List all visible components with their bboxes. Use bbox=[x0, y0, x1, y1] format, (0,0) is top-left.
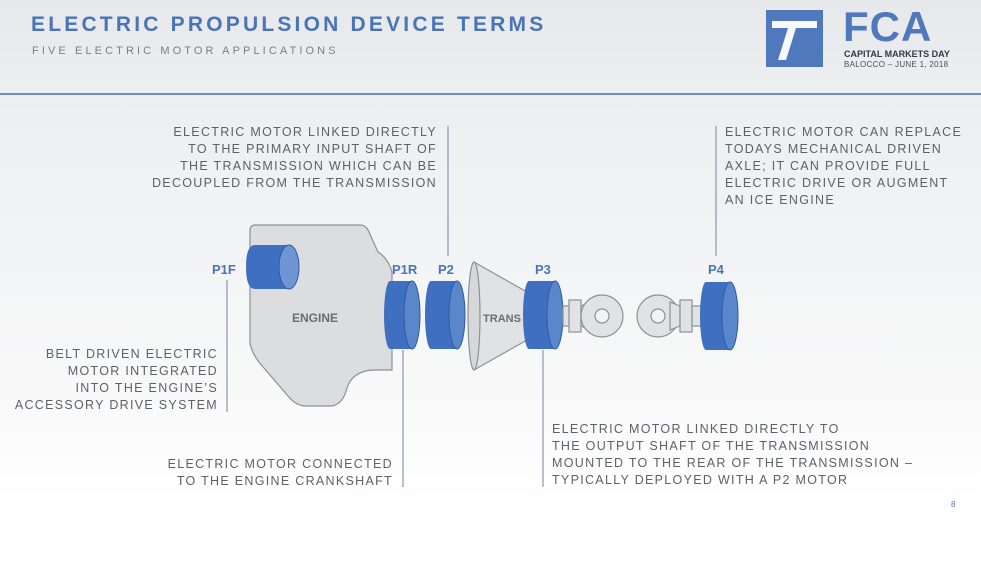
p3-motor bbox=[523, 280, 564, 350]
p1r-annotation: ELECTRIC MOTOR CONNECTED TO THE ENGINE C… bbox=[167, 457, 393, 488]
p1f-annotation: BELT DRIVEN ELECTRIC MOTOR INTEGRATED IN… bbox=[14, 347, 218, 412]
logo-event: CAPITAL MARKETS DAY bbox=[844, 49, 950, 59]
p2-label: P2 bbox=[438, 262, 454, 277]
p1f-label: P1F bbox=[212, 262, 236, 277]
logo-place-date: BALOCCO – JUNE 1, 2018 bbox=[844, 60, 949, 69]
fca-logo-mark bbox=[766, 10, 823, 67]
fca-logo-text: FCA bbox=[843, 3, 933, 50]
p4-label: P4 bbox=[708, 262, 725, 277]
p2-annotation: ELECTRIC MOTOR LINKED DIRECTLY TO THE PR… bbox=[151, 125, 437, 190]
header-divider bbox=[0, 93, 981, 95]
trans-label: TRANS bbox=[483, 313, 521, 325]
page-number: 8 bbox=[951, 500, 956, 509]
p3-label: P3 bbox=[535, 262, 551, 277]
logo-mark-icon bbox=[772, 21, 817, 60]
engine-label: ENGINE bbox=[292, 311, 338, 325]
p1r-label: P1R bbox=[392, 262, 418, 277]
p2-motor bbox=[425, 280, 466, 350]
p3-annotation: ELECTRIC MOTOR LINKED DIRECTLY TO THE OU… bbox=[552, 422, 914, 487]
p4-annotation: ELECTRIC MOTOR CAN REPLACE TODAYS MECHAN… bbox=[725, 125, 963, 207]
p1r-motor bbox=[384, 280, 421, 350]
page-title: ELECTRIC PROPULSION DEVICE TERMS bbox=[31, 13, 547, 36]
page-subtitle: FIVE ELECTRIC MOTOR APPLICATIONS bbox=[32, 45, 339, 57]
driveshaft bbox=[562, 294, 703, 338]
p4-motor bbox=[700, 281, 739, 351]
p1f-motor bbox=[246, 244, 300, 290]
